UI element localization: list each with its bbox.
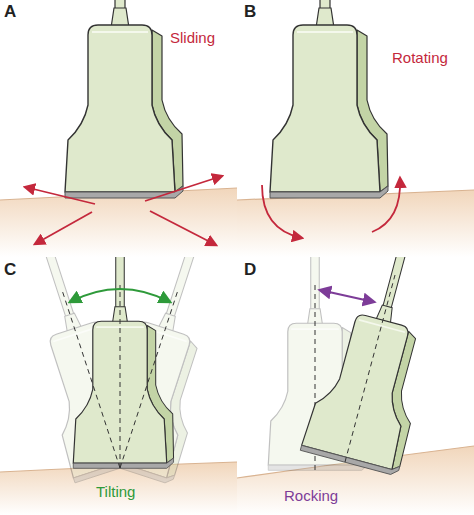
movement-label: Sliding (170, 30, 215, 47)
rotate-arrow (262, 185, 302, 238)
panel-rocking (237, 257, 474, 515)
panel-letter: B (244, 3, 256, 22)
axis-line (345, 275, 395, 462)
rotate-arrow (372, 178, 400, 232)
panel-letter: D (244, 261, 256, 280)
movement-label: Tilting (96, 484, 135, 501)
axis-line (120, 285, 121, 468)
slide-arrow (145, 176, 222, 201)
panel-rotating (237, 0, 474, 257)
probe (300, 257, 467, 476)
slide-arrow (150, 211, 216, 245)
movement-label: Rocking (284, 488, 338, 505)
skin (237, 190, 474, 257)
panel-letter: C (4, 261, 16, 280)
tilt-arrow (70, 289, 170, 302)
axis-line (62, 290, 120, 468)
rock-arrow (320, 290, 374, 302)
slide-arrow (25, 187, 95, 204)
panel-tilting (0, 257, 237, 515)
probe (270, 0, 388, 198)
axis-line (120, 290, 178, 468)
movement-label: Rotating (392, 50, 448, 67)
panel-letter: A (4, 3, 16, 22)
probe (65, 0, 183, 198)
panel-sliding (0, 0, 237, 257)
skin (0, 462, 237, 515)
slide-arrow (35, 212, 92, 244)
